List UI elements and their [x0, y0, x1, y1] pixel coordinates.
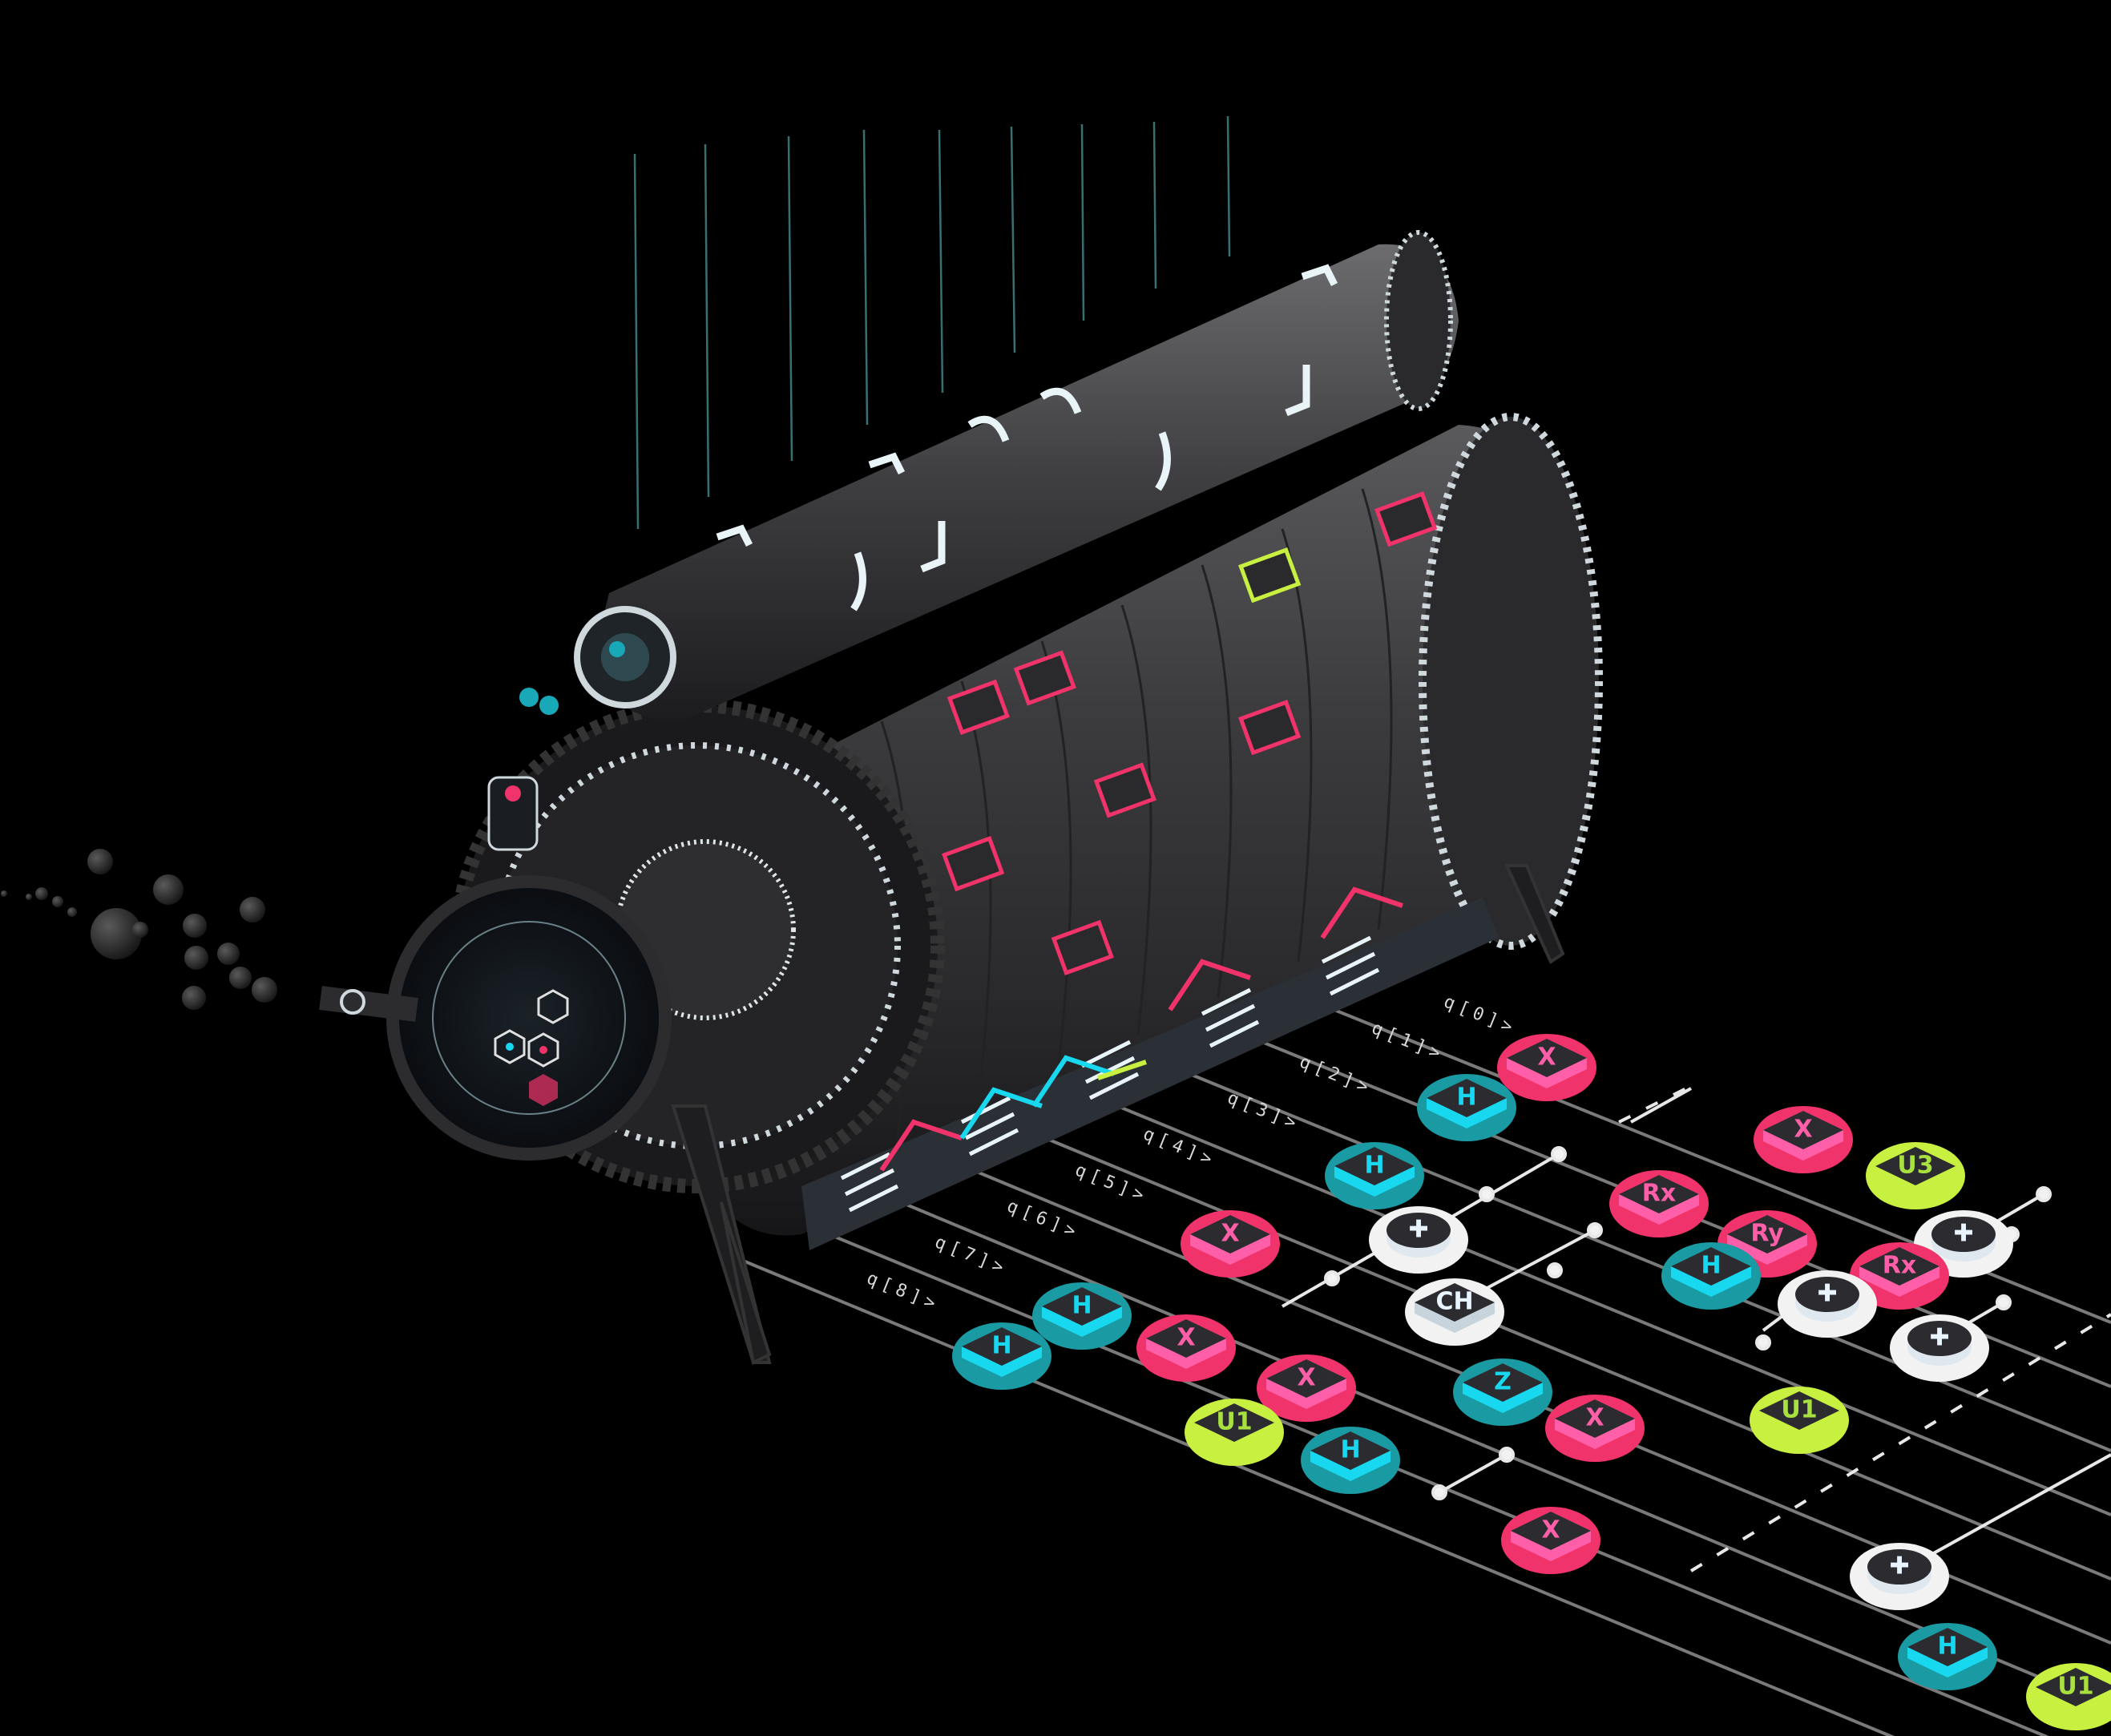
gate-x: X [1754, 1106, 1853, 1173]
gate-x: X [1257, 1354, 1356, 1422]
qubit-label-7: q[7]> [932, 1232, 1011, 1279]
gate-label: X [1177, 1324, 1195, 1352]
gate-u1: U1 [2026, 1663, 2111, 1730]
gate-u3: U3 [1866, 1142, 1965, 1209]
gate-h: H [1898, 1623, 1997, 1690]
gate-label: ✚ [1953, 1220, 1973, 1248]
machine-legs [671, 864, 1565, 1365]
gate-label: U3 [1897, 1152, 1933, 1180]
gate-label: ✚ [1889, 1552, 1909, 1581]
gate-label: U1 [2057, 1673, 2093, 1701]
gate-label: X [1537, 1044, 1556, 1072]
gate-label: U1 [1781, 1396, 1817, 1424]
gate-cnot-target: ✚ [1778, 1270, 1877, 1338]
gate-label: Rx [1883, 1252, 1916, 1280]
gate-label: H [1701, 1252, 1721, 1280]
gate-x: X [1181, 1210, 1280, 1278]
gate-h: H [1325, 1142, 1424, 1209]
top-tube [574, 230, 1459, 721]
gate-label: H [1340, 1436, 1360, 1464]
gate-label: ✚ [1817, 1280, 1837, 1308]
antenna-group [633, 115, 1231, 530]
control-dial [386, 875, 672, 1161]
gate-x: X [1501, 1507, 1600, 1574]
gate-rx: Rx [1850, 1242, 1949, 1310]
qubit-label-3: q[3]> [1225, 1088, 1304, 1135]
qubit-label-6: q[6]> [1004, 1196, 1084, 1243]
gate-x: X [1497, 1034, 1596, 1101]
gate-label: U1 [1216, 1408, 1252, 1436]
gate-u1: U1 [1750, 1387, 1849, 1454]
circuit-wires [737, 1000, 2111, 1736]
gate-label: CH [1435, 1288, 1473, 1316]
gate-label: X [1794, 1116, 1812, 1144]
gate-label: H [991, 1332, 1011, 1360]
gate-z: Z [1453, 1359, 1552, 1426]
gate-x: X [1545, 1395, 1645, 1462]
gate-x: X [1136, 1314, 1236, 1382]
gate-h: H [1301, 1427, 1400, 1494]
drum-chips [942, 491, 1438, 975]
particle-bubbles [1, 849, 277, 1010]
gate-label: Ry [1750, 1220, 1784, 1248]
gate-label: Rx [1642, 1180, 1676, 1208]
qubit-label-1: q[1]> [1369, 1018, 1448, 1065]
qubit-label-0: q[0]> [1441, 991, 1520, 1039]
gate-label: H [1456, 1084, 1476, 1112]
gate-label: H [1364, 1152, 1384, 1180]
gate-label: H [1937, 1633, 1957, 1661]
gate-ch: CH [1405, 1278, 1504, 1346]
gate-cnot-target: ✚ [1369, 1206, 1468, 1274]
gate-label: X [1221, 1220, 1239, 1248]
gate-h: H [1661, 1242, 1761, 1310]
gate-h: H [1032, 1282, 1132, 1350]
gate-label: Z [1494, 1368, 1512, 1396]
gate-cnot-target: ✚ [1850, 1543, 1949, 1610]
bottom-roller [801, 886, 1499, 1250]
gate-label: X [1297, 1364, 1315, 1392]
gate-label: ✚ [1929, 1324, 1949, 1352]
gate-label: X [1541, 1516, 1560, 1544]
gate-u1: U1 [1185, 1399, 1284, 1466]
input-tube [319, 641, 625, 1022]
gate-rx: Rx [1609, 1170, 1709, 1237]
gate-h: H [1417, 1074, 1516, 1141]
gate-cnot-target: ✚ [1914, 1210, 2013, 1278]
barrier-lines [1618, 1080, 2111, 1572]
gate-label: H [1072, 1292, 1092, 1320]
gate-cnot-target: ✚ [1890, 1314, 1989, 1382]
gate-h: H [952, 1322, 1051, 1390]
qubit-label-2: q[2]> [1297, 1052, 1376, 1099]
gate-label: X [1585, 1404, 1604, 1432]
gate-label: ✚ [1408, 1216, 1428, 1244]
